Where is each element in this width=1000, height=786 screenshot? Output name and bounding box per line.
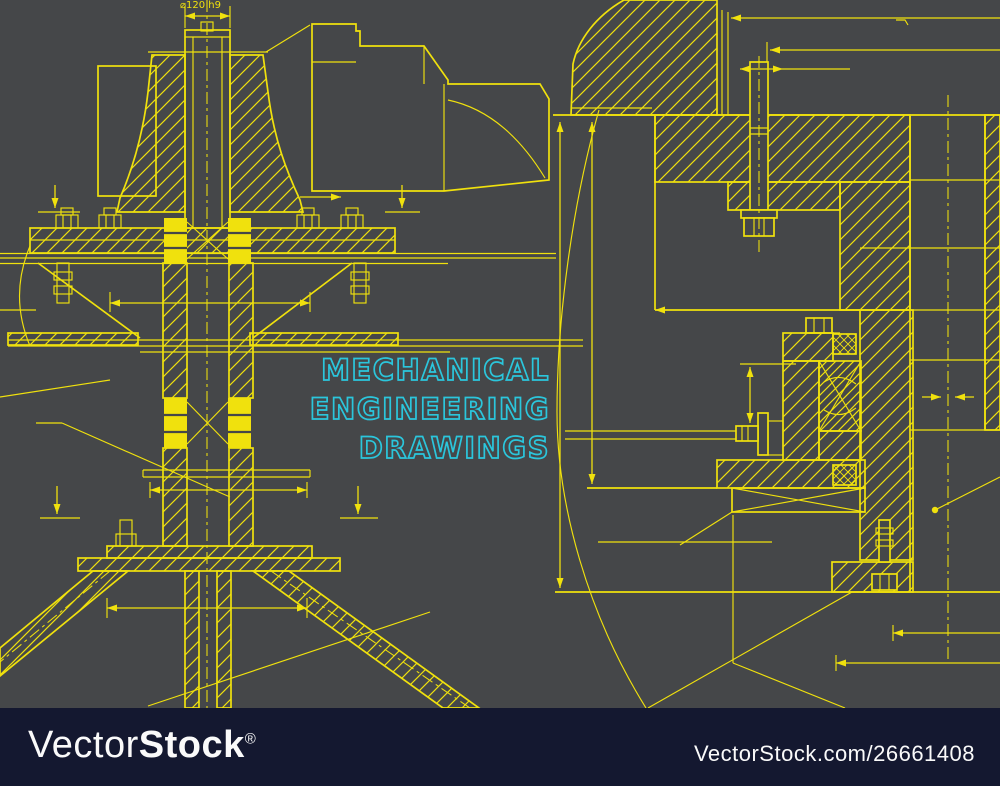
title-line-2: ENGINEERING <box>309 391 550 427</box>
bolt-fastener <box>740 56 778 254</box>
logo-text-stock: Stock <box>138 724 245 766</box>
bearing-bottom <box>164 398 251 448</box>
blueprint-drawing <box>0 0 1000 708</box>
title-block: MECHANICAL ENGINEERING DRAWINGS <box>309 351 550 468</box>
vectorstock-logo: VectorStock® <box>28 724 256 767</box>
watermark-bar: VectorStock® VectorStock.com/26661408 <box>0 708 1000 786</box>
bearing-unit <box>565 317 866 513</box>
stock-id-url: VectorStock.com/26661408 <box>693 741 975 766</box>
dimension-lines <box>38 6 1000 671</box>
left-assembly <box>0 0 550 708</box>
phi-dimension-label: ⌀120 h9 <box>180 0 221 11</box>
logo-text-vector: Vector <box>28 724 139 766</box>
title-line-3: DRAWINGS <box>358 430 550 466</box>
right-assembly <box>555 0 1000 708</box>
registered-trademark-symbol: ® <box>244 730 257 748</box>
title-line-1: MECHANICAL <box>320 352 550 388</box>
bearing-top <box>164 218 251 263</box>
